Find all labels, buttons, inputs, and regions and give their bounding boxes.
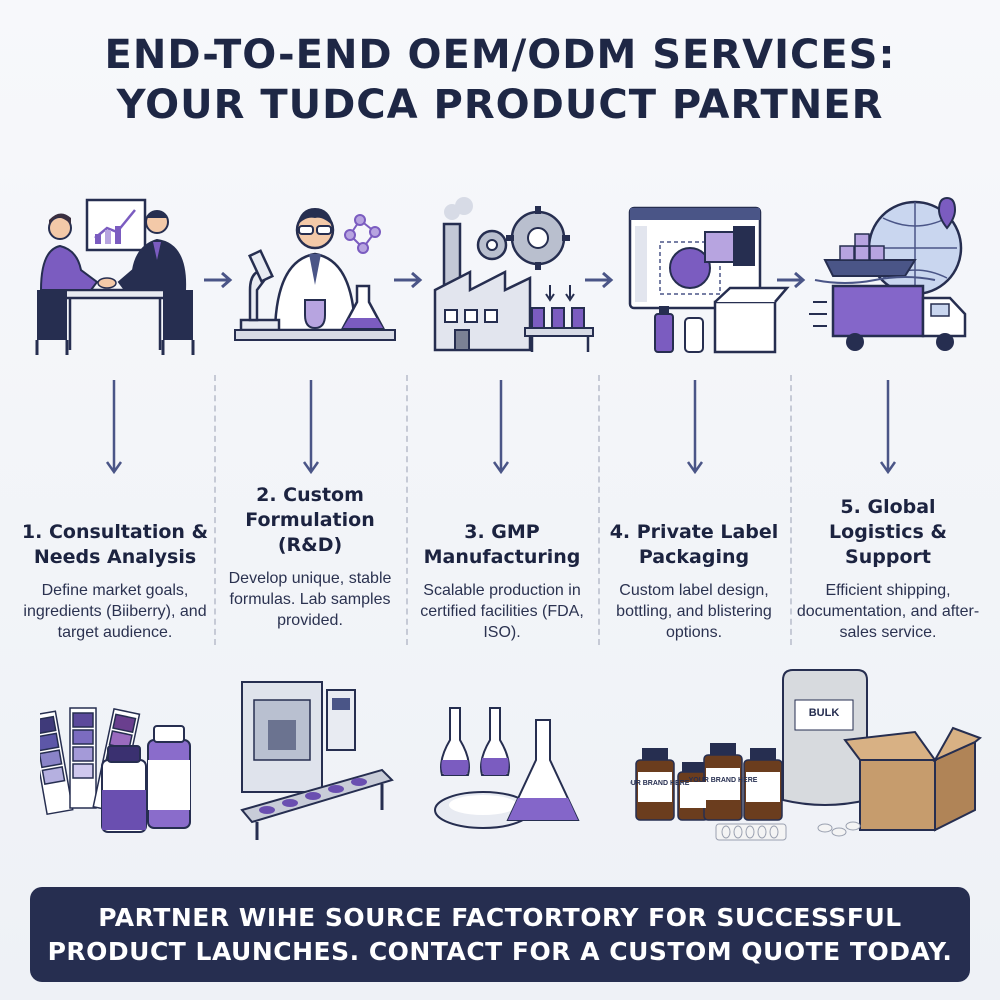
process-icon-row xyxy=(0,190,1000,365)
step-2: 2. Custom Formulation (R&D) Develop uniq… xyxy=(215,484,405,631)
arrow-down-icon xyxy=(492,380,510,475)
column-divider xyxy=(598,375,600,645)
arrow-right-icon xyxy=(585,271,614,289)
arrow-right-icon xyxy=(777,271,806,289)
bulk-bag-cardboard-box: BULK xyxy=(782,669,983,837)
arrow-right-icon xyxy=(204,271,233,289)
step-description: Define market goals, ingredients (Biiber… xyxy=(23,582,207,641)
scientist-lab-icon xyxy=(234,208,396,341)
title-line-2: YOUR TUDCA PRODUCT PARTNER xyxy=(116,82,884,128)
title-line-1: END-TO-END OEM/ODM SERVICES: xyxy=(104,32,896,78)
color-swatches-bottles xyxy=(40,707,191,833)
arrow-down-icon xyxy=(302,380,320,475)
step-title: 5. Global Logistics & Support xyxy=(829,496,947,568)
column-divider xyxy=(214,375,216,645)
step-description: Scalable production in certified facilit… xyxy=(420,582,584,641)
column-divider xyxy=(406,375,408,645)
arrow-down-icon xyxy=(879,380,897,475)
banner-line-2: PRODUCT LAUNCHES. CONTACT FOR A CUSTOM Q… xyxy=(47,936,953,966)
step-description: Efficient shipping, documentation, and a… xyxy=(796,582,980,641)
step-3: 3. GMP Manufacturing Scalable production… xyxy=(407,490,597,643)
branded-bottles-capsules: YOUR BRAND HERE YOUR BRAND HERE xyxy=(630,743,787,841)
step-title: 1. Consultation & Needs Analysis xyxy=(21,521,209,568)
arrow-down-icon xyxy=(686,380,704,475)
step-1: 1. Consultation & Needs Analysis Define … xyxy=(20,490,210,643)
step-description: Develop unique, stable formulas. Lab sam… xyxy=(228,570,392,629)
meeting-handshake-icon xyxy=(35,198,195,355)
factory-gears-icon xyxy=(433,197,594,352)
step-title: 2. Custom Formulation (R&D) xyxy=(245,484,375,556)
label-design-monitor-icon xyxy=(628,206,790,354)
production-machine-conveyor xyxy=(240,681,394,840)
bottle-label-text: YOUR BRAND HERE xyxy=(630,780,690,787)
step-description: Custom label design, bottling, and blist… xyxy=(616,582,772,641)
flasks-powder-dish xyxy=(434,707,580,829)
globe-ship-truck-icon xyxy=(809,196,967,351)
call-to-action-banner: PARTNER WIHE SOURCE FACTORTORY FOR SUCCE… xyxy=(30,887,970,982)
page-title: END-TO-END OEM/ODM SERVICES: YOUR TUDCA … xyxy=(0,30,1000,130)
arrow-down-icon xyxy=(105,380,123,475)
step-title: 3. GMP Manufacturing xyxy=(423,521,581,568)
banner-line-1: PARTNER WIHE SOURCE FACTORTORY FOR SUCCE… xyxy=(98,902,902,932)
bulk-label-text: BULK xyxy=(809,707,840,719)
step-5: 5. Global Logistics & Support Efficient … xyxy=(793,490,983,643)
step-4: 4. Private Label Packaging Custom label … xyxy=(599,490,789,643)
bottle-label-text: YOUR BRAND HERE xyxy=(689,777,758,784)
step-title: 4. Private Label Packaging xyxy=(609,521,779,568)
column-divider xyxy=(790,375,792,645)
arrow-right-icon xyxy=(394,271,423,289)
